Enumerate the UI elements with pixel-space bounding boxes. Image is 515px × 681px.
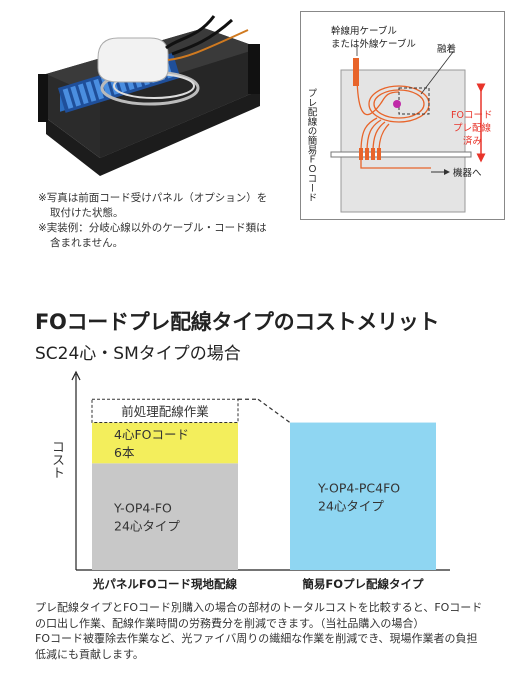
bar-0-segment-0 (92, 463, 238, 570)
footer-line-1: プレ配線タイプとFOコード別購入の場合の部材のトータルコストを比較すると、FOコ… (35, 601, 483, 614)
bar-0-segment-1 (92, 422, 238, 464)
note-1: ※写真は前面コード受けパネル（オプション）を (38, 192, 268, 204)
bar-0-segment-0-label-0: Y-OP4-FO (113, 501, 172, 516)
footer-line-4: 低減にも貢献します。 (35, 647, 144, 661)
product-photo (38, 8, 266, 180)
cost-chart: Y-OP4-FO 24心タイプ 4心FOコード 6本 前処理配線作業光パネルFOコード現… (40, 366, 460, 596)
note-2-cont: 含まれません。 (50, 237, 124, 249)
note-2: ※実装例：分岐心線以外のケーブル・コード類は (38, 222, 267, 234)
bar-0-segment-1-label-0: 4心FOコード (114, 427, 189, 442)
diagram-fo-label-3: 済み (463, 135, 482, 147)
diagram-panel-label: プレ配線の簡易ＦＯコード (306, 88, 318, 202)
wiring-diagram: 幹線用ケーブル または外線ケーブル 融着 FOコード プレ配線 済み 機器へ プ… (300, 11, 505, 220)
diagram-fusion-label: 融着 (437, 43, 456, 55)
connector-dash-2 (257, 398, 291, 424)
diagram-fo-label-1: FOコード (451, 110, 492, 121)
photo-notes: ※写真は前面コード受けパネル（オプション）を 取付けた状態。 ※実装例：分岐心線… (38, 191, 278, 251)
diagram-fo-label-2: プレ配線 (453, 122, 492, 134)
y-axis-label: コスト (49, 440, 64, 479)
chart-svg: Y-OP4-FO 24心タイプ 4心FOコード 6本 前処理配線作業光パネルFOコード現… (71, 370, 450, 591)
footer-line-3: FOコード被覆除去作業など、光ファイバ周りの繊細な作業を削減でき、現場作業者の負… (35, 632, 478, 645)
footer-text: プレ配線タイプとFOコード別購入の場合の部材のトータルコストを比較すると、FOコ… (35, 600, 507, 662)
section-subtitle: SC24心・SMタイプの場合 (35, 344, 241, 364)
bar-1-segment-0-label-0: Y-OP4-PC4FO (317, 480, 400, 495)
diagram-device-label: 機器へ (453, 167, 482, 179)
footer-line-2: の口出し作業、配線作業時間の労務費分を削減できます。（当社品購入の場合） (35, 616, 425, 630)
y-axis-arrow (71, 370, 81, 381)
bar-1-segment-0 (290, 422, 436, 570)
category-label-field-wiring: 光パネルFOコード現地配線 (92, 577, 238, 591)
bar-0-segment-1-label-1: 6本 (114, 445, 135, 460)
diagram-cable-label-1: 幹線用ケーブル (331, 25, 397, 37)
bar-0-segment-2-label-0: 前処理配線作業 (121, 404, 209, 419)
note-1-cont: 取付けた状態。 (50, 207, 124, 219)
bar-1-segment-0-label-1: 24心タイプ (318, 498, 384, 513)
bar-0-segment-0-label-1: 24心タイプ (114, 519, 180, 534)
diagram-cable-label-2: または外線ケーブル (331, 38, 416, 50)
category-label-prewired: 簡易FOプレ配線タイプ (301, 577, 424, 591)
section-title: FOコードプレ配線タイプのコストメリット (35, 310, 440, 334)
bar-0-segment-2 (91, 398, 239, 424)
